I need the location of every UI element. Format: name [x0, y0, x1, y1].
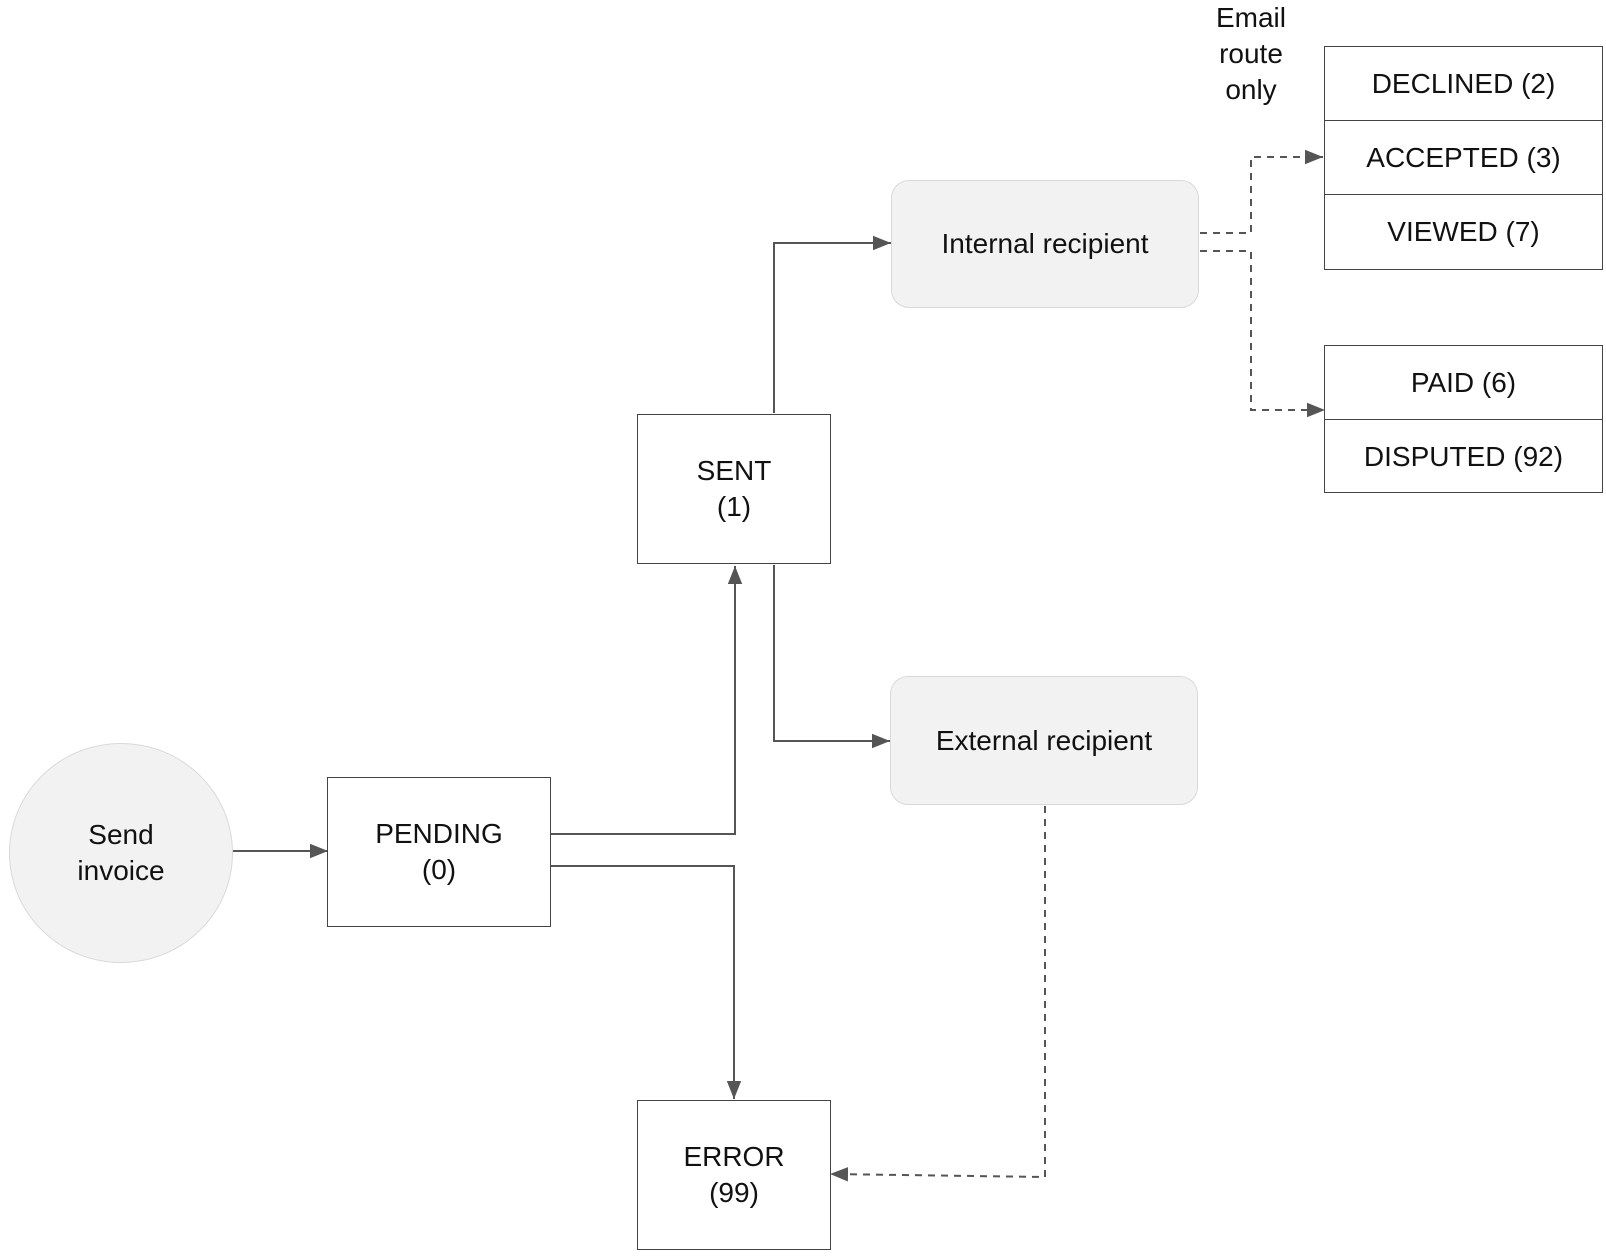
- note-line3: only: [1225, 74, 1277, 105]
- internal-recipient-label: Internal recipient: [941, 228, 1149, 259]
- status-group-top: DECLINED (2) ACCEPTED (3) VIEWED (7): [1324, 46, 1603, 270]
- external-recipient-node: External recipient: [890, 676, 1198, 805]
- edge-pending-to-sent: [551, 566, 743, 835]
- error-label: ERROR: [683, 1141, 785, 1172]
- status-accepted: ACCEPTED (3): [1325, 121, 1602, 195]
- edge-external-to-error: [829, 806, 1046, 1182]
- status-paid: PAID (6): [1325, 346, 1602, 420]
- email-route-note: Email route only: [1196, 0, 1306, 108]
- sent-code: (1): [716, 491, 752, 522]
- send-invoice-line1: Send: [88, 819, 154, 850]
- external-recipient-label: External recipient: [935, 724, 1153, 756]
- error-code: (99): [709, 1177, 759, 1208]
- edge-internal-to-paid: [1200, 250, 1325, 418]
- edge-sent-to-external: [773, 565, 890, 749]
- status-group-bottom: PAID (6) DISPUTED (92): [1324, 345, 1603, 493]
- edge-sent-to-internal: [773, 235, 891, 413]
- error-node: ERROR (99): [637, 1100, 831, 1250]
- send-invoice-line2: invoice: [77, 855, 165, 886]
- status-declined: DECLINED (2): [1325, 47, 1602, 121]
- pending-label: PENDING: [375, 818, 503, 849]
- edge-pending-to-error: [551, 865, 742, 1099]
- status-disputed: DISPUTED (92): [1363, 441, 1564, 472]
- status-viewed: VIEWED (7): [1387, 216, 1540, 247]
- note-line1: Email: [1215, 2, 1286, 33]
- pending-node: PENDING (0): [327, 777, 551, 927]
- sent-label: SENT: [696, 455, 772, 486]
- note-line2: route: [1219, 38, 1283, 69]
- pending-code: (0): [421, 854, 457, 885]
- send-invoice-node: Send invoice: [9, 743, 233, 963]
- sent-node: SENT (1): [637, 414, 831, 564]
- internal-recipient-node: Internal recipient: [891, 180, 1199, 308]
- edge-internal-to-accepted: [1200, 149, 1323, 234]
